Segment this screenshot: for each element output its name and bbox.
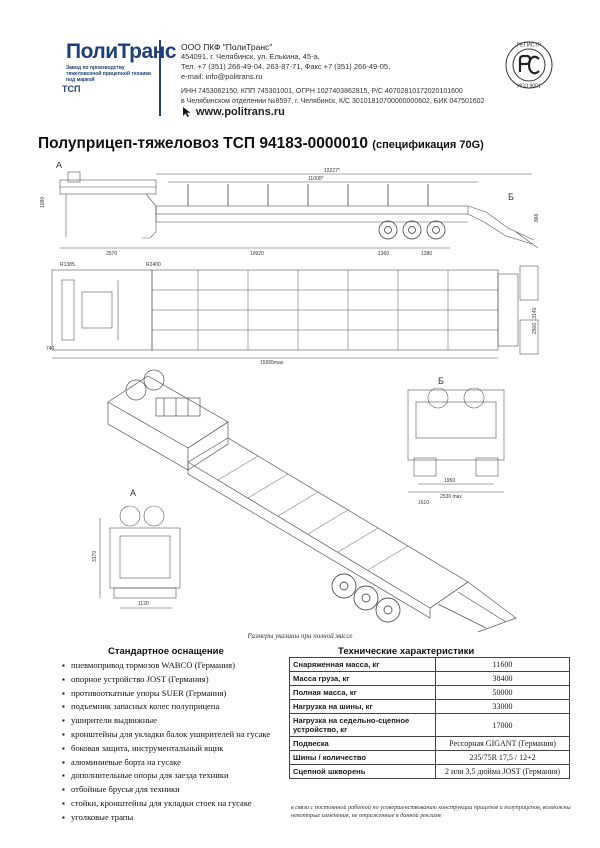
drawing-note: Размеры указаны при полной массе xyxy=(247,632,353,640)
dim-r1385: R1385 xyxy=(60,262,75,268)
dim-1950: 1950 xyxy=(444,478,455,484)
list-item: ▪противооткатные упоры SUER (Германия) xyxy=(62,687,292,701)
list-item: ▪стойки, кронштейны для укладки стоек на… xyxy=(62,797,292,811)
dim-740: 740 xyxy=(46,346,55,352)
bullet-icon: ▪ xyxy=(62,812,65,822)
bullet-icon: ▪ xyxy=(62,743,65,753)
website-url[interactable]: www.politrans.ru xyxy=(196,106,285,118)
table-row: Нагрузка на седельно-сцепное устройство,… xyxy=(289,713,570,737)
list-item: ▪уширители выдвижные xyxy=(62,714,292,728)
company-info: ООО ПКФ "ПолиТранс" 454091, г. Челябинск… xyxy=(181,42,481,82)
header-divider xyxy=(159,40,161,116)
front-view-a: А 1120 3170 1610 xyxy=(92,488,429,609)
list-item: ▪кронштейны для укладки балок уширителей… xyxy=(62,728,292,742)
logo-subtitle: Завод по производству тяжеловозной прице… xyxy=(66,65,151,83)
list-item: ▪боковая защита, инструментальный ящик xyxy=(62,742,292,756)
dim-1610: 1610 xyxy=(418,500,429,506)
dim-15955: 15955max xyxy=(260,360,284,366)
dim-3170: 3170 xyxy=(92,551,98,562)
list-item: ▪уголковые трапы xyxy=(62,811,292,825)
dim-2570: 2570 xyxy=(106,251,117,257)
dim-10920: 10920 xyxy=(250,251,264,257)
page-title: Полуприцеп-тяжеловоз ТСП 94183-0000010 (… xyxy=(38,135,578,153)
company-logo: ПолиТранс Завод по производству тяжелово… xyxy=(66,40,177,90)
bank-line-2: в Челябинском отделении №8597, г. Челяби… xyxy=(181,97,485,105)
list-item: ▪опорное устройство JOST (Германия) xyxy=(62,673,292,687)
bullet-icon: ▪ xyxy=(62,798,65,808)
bullet-icon: ▪ xyxy=(62,688,65,698)
table-row: Шины / количество 235/75R 17,5 / 12+2 xyxy=(289,750,570,765)
table-row: Масса груза, кг 38400 xyxy=(289,671,570,686)
dim-1380: 1380 xyxy=(421,251,432,257)
dim-1080: 1080 xyxy=(40,197,46,208)
table-row: Снаряженная масса, кг 11600 xyxy=(289,657,570,672)
dim-12227: 12227* xyxy=(324,168,340,174)
bullet-icon: ▪ xyxy=(62,729,65,739)
table-row: Нагрузка на шины, кг 33000 xyxy=(289,699,570,714)
title-main: Полуприцеп-тяжеловоз ТСП 94183-0000010 xyxy=(38,135,368,152)
company-email[interactable]: e-mail: info@politrans.ru xyxy=(181,72,263,81)
view-label-b: Б xyxy=(508,192,514,202)
cert-bottom-label: ИСО 9001 xyxy=(517,84,541,90)
bullet-icon: ▪ xyxy=(62,785,65,795)
bullet-icon: ▪ xyxy=(62,757,65,767)
bullet-icon: ▪ xyxy=(62,716,65,726)
bank-line-1: ИНН 7453062150, КПП 745301001, ОГРН 1027… xyxy=(181,88,463,95)
standard-equipment-title: Стандартное оснащение xyxy=(108,646,224,657)
list-item: ▪пневмопривод тормозов WABCO (Германия) xyxy=(62,659,292,673)
company-bank-details: ИНН 7453062150, КПП 745301001, ОГРН 1027… xyxy=(181,87,521,106)
side-view: 12227* 11000* xyxy=(40,160,540,257)
bullet-icon: ▪ xyxy=(62,674,65,684)
company-name: ООО ПКФ "ПолиТранс" xyxy=(181,42,273,52)
top-view: R1385 R2400 1595 xyxy=(46,262,539,366)
list-item: ▪подъемник запасных колес полуприцепа xyxy=(62,700,292,714)
dim-866: 866 xyxy=(534,213,540,222)
title-spec: (спецификация 70G) xyxy=(372,139,484,151)
cert-top-label: РЕГИСТР xyxy=(516,43,541,49)
certificate-seal-icon: РЕГИСТР ИСО 9001 xyxy=(505,41,553,90)
view-label-a: А xyxy=(56,162,62,170)
rear-view-b: Б 1950 2530 max xyxy=(407,376,505,500)
disclaimer-text: в связи с постоянной работой по усоверше… xyxy=(291,804,571,819)
table-row: Полная масса, кг 50000 xyxy=(289,685,570,700)
trailer-drawing: 12227* 11000* xyxy=(40,160,540,633)
mouse-cursor-icon xyxy=(183,107,191,117)
company-address: 454091, г. Челябинск, ул. Елькина, 45-а, xyxy=(181,52,320,61)
list-item: ▪дополнительные опоры для заезда техники xyxy=(62,769,292,783)
bullet-icon: ▪ xyxy=(62,702,65,712)
company-phones: Тел. +7 (351) 266-49-04, 263-87-71, Факс… xyxy=(181,62,391,71)
dim-r2400: R2400 xyxy=(146,262,161,268)
table-row: Подвеска Рессорная GIGANT (Германия) xyxy=(289,736,570,751)
isometric-view xyxy=(107,369,517,633)
dim-1360: 1360 xyxy=(378,251,389,257)
list-item: ▪алюминиевые борта на гусаке xyxy=(62,756,292,770)
dim-2500: 2500...3140 xyxy=(532,307,538,334)
technical-drawing: 12227* 11000* xyxy=(38,160,568,633)
dim-2530: 2530 max xyxy=(440,494,462,500)
dim-11000: 11000* xyxy=(308,176,324,182)
website-link[interactable]: www.politrans.ru xyxy=(182,106,285,118)
tech-specs-table: Снаряженная масса, кг 11600 Масса груза,… xyxy=(289,657,570,779)
logo-brand: ПолиТранс xyxy=(66,40,177,63)
dim-1120: 1120 xyxy=(138,601,149,607)
table-row: Сцепной шкворень 2 или 3,5 дюйма JOST (Г… xyxy=(289,764,570,779)
rear-view-label-b: Б xyxy=(438,376,444,386)
bullet-icon: ▪ xyxy=(62,661,65,670)
certificate-badge: РЕГИСТР ИСО 9001 xyxy=(503,39,555,91)
standard-equipment-list: ▪пневмопривод тормозов WABCO (Германия) … xyxy=(62,659,292,825)
logo-mark: ТСП xyxy=(62,84,81,94)
tech-specs-title: Технические характеристики xyxy=(338,646,475,657)
list-item: ▪отбойные брусья для техники xyxy=(62,783,292,797)
bullet-icon: ▪ xyxy=(62,771,65,781)
front-view-label-a: А xyxy=(130,488,136,498)
